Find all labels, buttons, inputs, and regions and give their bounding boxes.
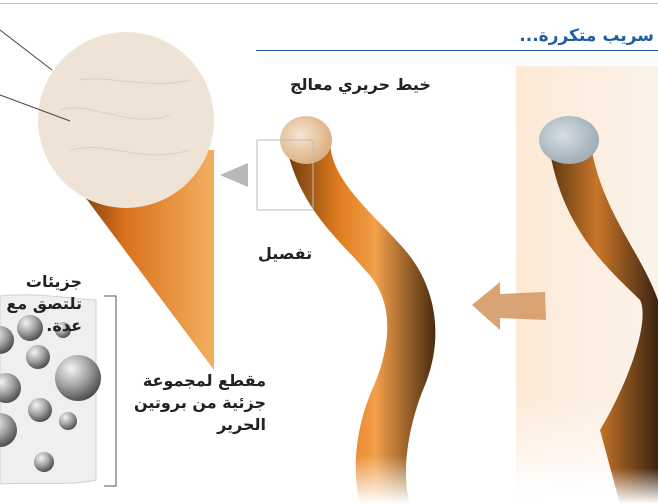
molecule-sphere xyxy=(26,345,50,369)
detail-frame xyxy=(256,139,314,211)
section-heading: سريب متكررة... xyxy=(519,26,654,46)
cross-section-label: مقطع لمجموعة جزئية من بروتين الحرير xyxy=(133,371,266,434)
molecule-sphere xyxy=(0,373,21,403)
raw-thread-end xyxy=(539,116,599,164)
molecule-sphere xyxy=(55,355,101,401)
molecule-sphere xyxy=(0,413,17,447)
leader-line xyxy=(0,29,53,71)
raw-thread xyxy=(516,116,658,504)
enlarged-thread-section xyxy=(38,32,214,370)
treated-thread-label: خيط حريري معالج xyxy=(290,75,431,94)
protein-bundle xyxy=(0,294,101,485)
molecule-sphere xyxy=(28,398,52,422)
detail-label: تفصيل xyxy=(258,244,313,263)
left-pointer-arrow xyxy=(220,163,248,187)
treated-thread xyxy=(280,116,450,504)
leader-line xyxy=(0,94,71,122)
molecule-sphere xyxy=(55,322,71,338)
cross-section-bracket xyxy=(104,295,117,487)
enlarged-end-disc xyxy=(38,32,214,208)
molecule-sphere xyxy=(59,412,77,430)
molecule-sphere xyxy=(34,452,54,472)
molecule-bundle-label: جزيئات تلتصق مع عدة. xyxy=(6,272,82,335)
molecule-sphere xyxy=(17,315,43,341)
molecule-sphere xyxy=(0,326,14,354)
direction-arrow xyxy=(472,282,546,330)
